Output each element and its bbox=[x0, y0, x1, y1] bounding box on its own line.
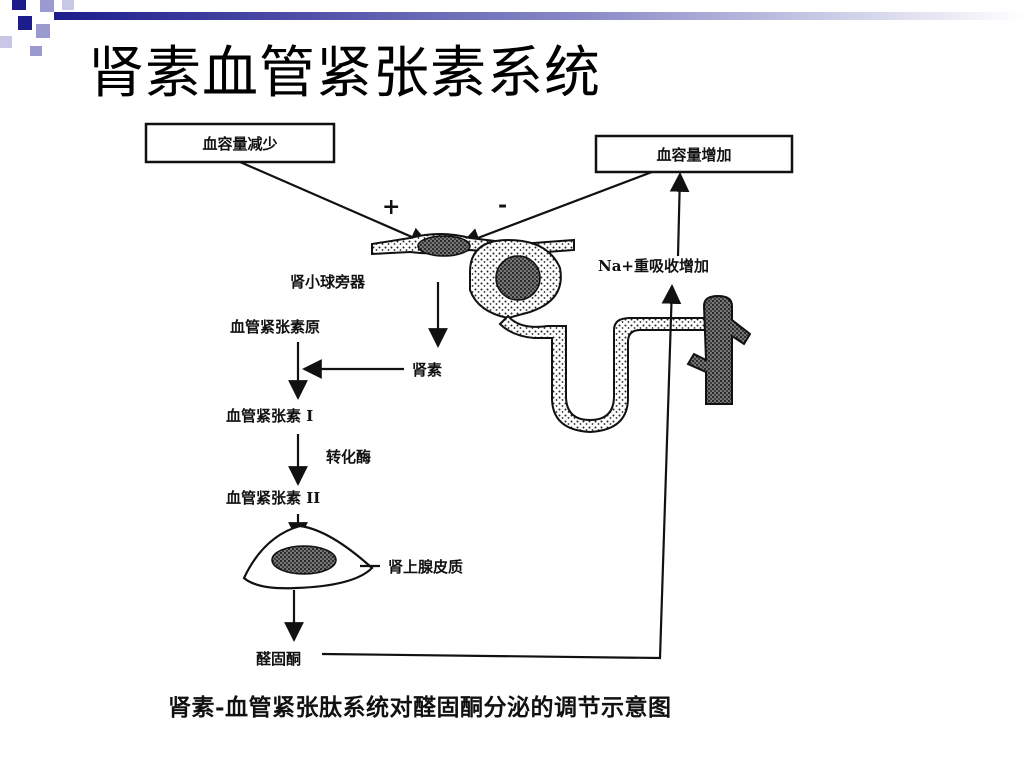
blood-volume-decrease-label: 血容量减少 bbox=[202, 135, 277, 153]
plus-sign: + bbox=[382, 194, 400, 220]
deco-square bbox=[30, 46, 42, 56]
blood-volume-decrease-box bbox=[144, 122, 336, 164]
blood-volume-increase-label: 血容量增加 bbox=[656, 146, 731, 164]
blood-volume-increase-box bbox=[594, 134, 794, 174]
angiotensin-2-label: 血管紧张素 II bbox=[226, 489, 320, 507]
nephron-illustration bbox=[371, 233, 752, 434]
minus-sign: - bbox=[498, 192, 507, 218]
juxtaglomerular-cells bbox=[417, 235, 471, 257]
glomerulus bbox=[495, 255, 541, 301]
deco-square bbox=[40, 0, 54, 12]
deco-square bbox=[36, 24, 50, 38]
renin-label: 肾素 bbox=[412, 361, 442, 379]
deco-square bbox=[18, 16, 32, 30]
corner-decoration bbox=[0, 0, 1024, 56]
arrow-increase-to-jga bbox=[460, 170, 653, 247]
aldosterone-label: 醛固酮 bbox=[256, 650, 301, 668]
converting-enzyme-label: 转化酶 bbox=[326, 448, 371, 466]
na-reabsorption-label: Na+重吸收增加 bbox=[598, 257, 709, 275]
adrenal-cortex-label: 肾上腺皮质 bbox=[388, 558, 463, 576]
renal-tubule bbox=[498, 314, 711, 434]
deco-square bbox=[12, 0, 26, 10]
title-band bbox=[54, 12, 1024, 20]
feedback-line-aldosterone bbox=[321, 284, 682, 660]
juxtaglomerular-label: 肾小球旁器 bbox=[290, 273, 366, 291]
adrenal-gland bbox=[242, 524, 374, 590]
arrow-na-to-increase bbox=[669, 172, 690, 257]
figure-caption: 肾素-血管紧张肽系统对醛固酮分泌的调节示意图 bbox=[168, 694, 672, 721]
angiotensin-1-label: 血管紧张素 I bbox=[226, 407, 313, 425]
slide-title: 肾素血管紧张素系统 bbox=[88, 41, 601, 106]
collecting-duct bbox=[686, 294, 752, 405]
deco-square bbox=[62, 0, 74, 10]
adrenal-medulla bbox=[271, 545, 337, 575]
arrow-decrease-to-jga bbox=[239, 160, 430, 246]
angiotensinogen-label: 血管紧张素原 bbox=[230, 318, 320, 336]
deco-square bbox=[0, 36, 12, 48]
